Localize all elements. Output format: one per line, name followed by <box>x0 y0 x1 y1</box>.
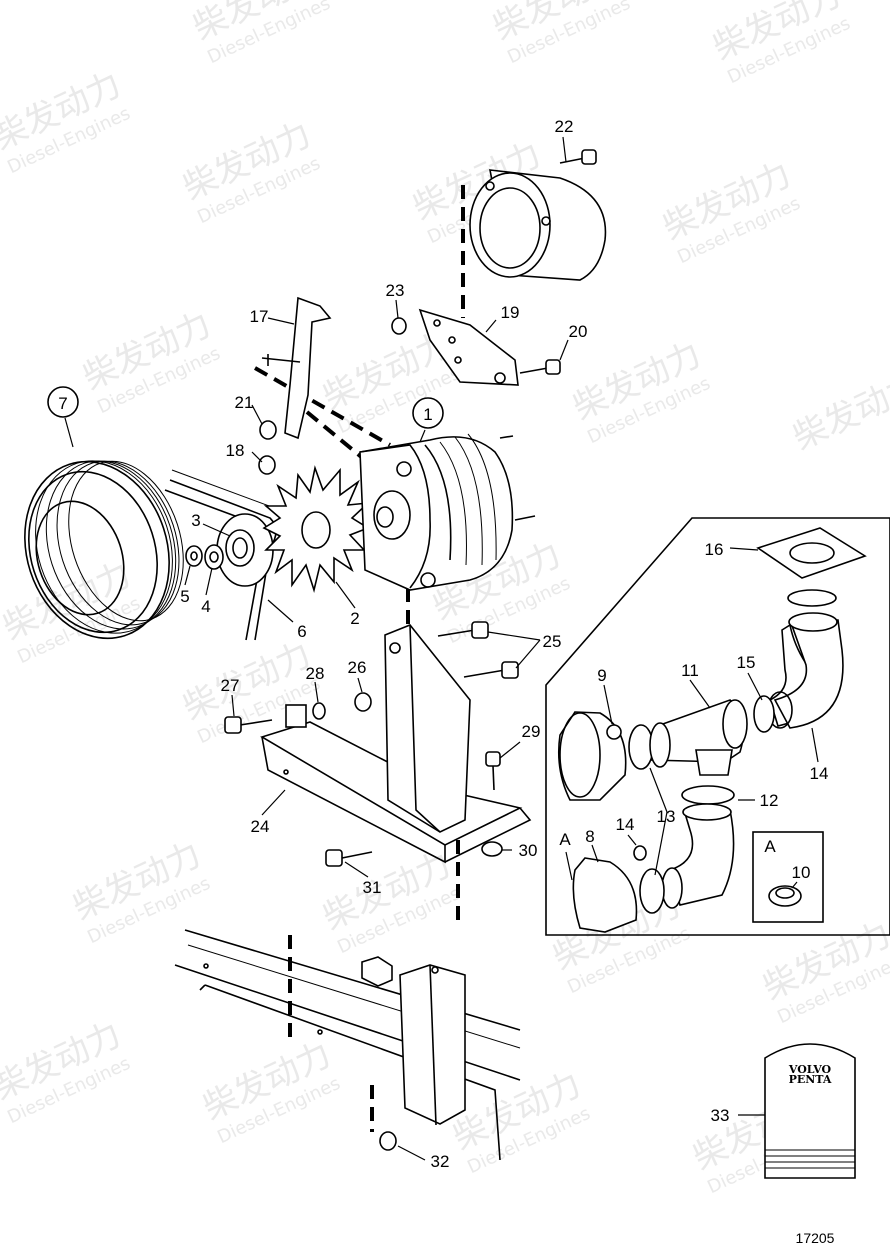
callout-8: 8 <box>585 827 594 846</box>
callout-circle-1 <box>412 397 444 429</box>
washer-28 <box>312 702 326 720</box>
elbow-hose-14 <box>753 589 844 733</box>
bolt-22 <box>559 149 597 165</box>
detail-a-label: A <box>764 837 776 856</box>
callout-25: 25 <box>543 632 562 651</box>
bolt-29 <box>485 751 501 791</box>
flange-16 <box>756 527 867 579</box>
callout-18: 18 <box>226 441 245 460</box>
detail-a-box <box>752 831 824 923</box>
nut-21 <box>259 420 277 440</box>
bolt-31 <box>325 849 373 867</box>
volvo-penta-documentation: VOLVO PENTA <box>764 1043 856 1179</box>
watermark-tile: 柴发动力 Diesel-Engines <box>197 1034 344 1148</box>
alternator-fan <box>262 465 371 593</box>
bolt-20 <box>519 359 561 375</box>
callout-6: 6 <box>297 622 306 641</box>
watermark-tile: 柴发动力 Diesel-Engines <box>187 0 334 68</box>
callout-22: 22 <box>555 117 574 136</box>
callout-24: 24 <box>251 817 270 836</box>
callout-16: 16 <box>705 540 724 559</box>
alternator-mount-bracket-24 <box>260 624 532 864</box>
callout-a-upper: A <box>559 830 571 849</box>
pipe-tee-11 <box>648 699 748 776</box>
engine-frame-rail <box>174 929 521 1161</box>
hose-clamps-13 <box>628 722 671 770</box>
callout-1: 1 <box>423 405 432 424</box>
callout-11: 11 <box>681 661 699 680</box>
watermark-tile: 柴发动力 Diesel-Engines <box>0 64 134 178</box>
callout-20: 20 <box>569 322 588 341</box>
callout-30: 30 <box>519 841 538 860</box>
watermark-tile: 柴发动力 Diesel-Engines <box>67 834 214 948</box>
bolts-25 <box>437 621 519 679</box>
callout-21: 21 <box>235 393 254 412</box>
figure-number: 17205 <box>796 1230 835 1246</box>
svg-text:柴发动力: 柴发动力 <box>787 364 890 458</box>
callout-labels: 1 2 3 4 5 6 7 8 9 10 11 12 13 14 14 15 1… <box>47 117 835 1246</box>
air-cone-upper <box>557 711 627 801</box>
watermark-tile: 柴发动力 Diesel-Engines <box>487 0 634 68</box>
nut-30 <box>481 841 503 857</box>
cover-housing <box>469 169 607 281</box>
callout-4: 4 <box>201 597 210 616</box>
callout-32: 32 <box>431 1152 450 1171</box>
penta-logo-text: PENTA <box>789 1073 832 1086</box>
callout-17: 17 <box>250 307 269 326</box>
watermark-tile: 柴发动力 Diesel-Engines <box>657 154 804 268</box>
watermark-tile: 柴发动力 Diesel-Engines <box>707 0 854 88</box>
callout-15: 15 <box>737 653 756 672</box>
callout-28: 28 <box>306 664 325 683</box>
assembly-dashed-lines <box>254 185 465 1132</box>
callout-27: 27 <box>221 676 240 695</box>
callout-14-lower: 14 <box>616 815 635 834</box>
leader-lines <box>64 136 819 1161</box>
air-cone-lower <box>572 845 665 933</box>
callout-19: 19 <box>501 303 520 322</box>
alternator-pulley-set <box>185 513 274 587</box>
elbow-hose-12 <box>661 785 735 909</box>
callout-14-upper: 14 <box>810 764 829 783</box>
callout-3: 3 <box>191 511 200 530</box>
watermark-tile: 柴发动力 Diesel-Engines <box>177 114 324 228</box>
callout-circle-7 <box>47 386 79 418</box>
nut-32 <box>379 1131 397 1151</box>
callout-13: 13 <box>657 807 676 826</box>
callout-31: 31 <box>363 878 382 897</box>
callout-10: 10 <box>792 863 811 882</box>
detail-inset-panel <box>545 517 890 936</box>
nut-18 <box>258 455 276 475</box>
alternator <box>359 433 536 591</box>
volvo-logo-text: VOLVO <box>788 1063 832 1076</box>
watermark-tile: 柴发动力 Diesel-Engines <box>77 304 224 418</box>
callout-9: 9 <box>597 666 606 685</box>
mounting-bracket-19 <box>418 308 519 386</box>
watermark-tile: 柴发动力 Diesel-Engines <box>757 914 890 1028</box>
crankshaft-pulley <box>24 460 184 640</box>
callout-26: 26 <box>348 658 367 677</box>
callout-7: 7 <box>58 394 67 413</box>
callout-12: 12 <box>760 791 779 810</box>
callout-5: 5 <box>180 587 189 606</box>
callout-33: 33 <box>711 1106 730 1125</box>
watermark-tile: 柴发动力 Diesel-Engines <box>0 1014 134 1128</box>
nut-23 <box>391 317 407 335</box>
callout-29: 29 <box>522 722 541 741</box>
watermark-tile: 柴发动力 <box>787 364 890 458</box>
watermark-tile: 柴发动力 Diesel-Engines <box>567 334 714 448</box>
callout-23: 23 <box>386 281 405 300</box>
callout-2: 2 <box>350 609 359 628</box>
bolt-27 <box>224 716 273 734</box>
alternator-bracket-17 <box>261 296 332 440</box>
nut-26 <box>354 692 372 712</box>
